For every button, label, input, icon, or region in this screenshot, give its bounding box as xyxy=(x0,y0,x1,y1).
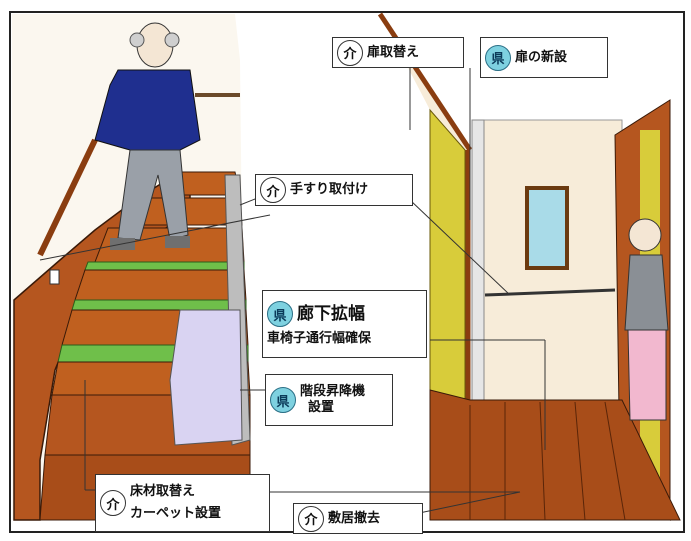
stair-carpet xyxy=(71,299,247,311)
callout-floor-line1: 床材取替え xyxy=(130,484,196,499)
wood-floor xyxy=(429,389,681,521)
floor-boards xyxy=(469,401,626,521)
ken-badge: 県 xyxy=(270,387,296,413)
kai-badge: 介 xyxy=(100,490,126,516)
callout-stairlift: 県 階段昇降機 設置 xyxy=(265,374,393,426)
corridor-scene xyxy=(377,12,681,522)
stair-step xyxy=(74,269,247,301)
staircase-scene xyxy=(12,14,251,521)
kai-badge: 介 xyxy=(260,177,286,203)
callout-handrail-text: 手すり取付け xyxy=(290,182,369,197)
kai-badge: 介 xyxy=(337,39,363,66)
stair-carpet xyxy=(84,261,245,271)
leader-lines xyxy=(39,68,546,518)
ken-badge: 県 xyxy=(267,301,293,327)
kai-badge: 介 xyxy=(298,505,324,532)
stairlift-seat xyxy=(169,309,243,446)
wall-outlet xyxy=(49,269,60,285)
window xyxy=(525,186,569,270)
elderly-man xyxy=(94,22,201,250)
callout-door-replace: 介 扉取替え xyxy=(332,37,464,68)
new-sliding-door xyxy=(471,119,485,421)
callout-floor-line2: カーペット設置 xyxy=(130,506,222,521)
callout-threshold: 介 敷居撤去 xyxy=(293,503,423,534)
callout-handrail: 介 手すり取付け xyxy=(255,174,413,206)
callout-corridor-title: 廊下拡幅 xyxy=(297,304,365,324)
door-frame xyxy=(377,12,473,152)
callout-door-new: 県 扉の新設 xyxy=(480,37,608,78)
callout-door-new-text: 扉の新設 xyxy=(515,49,568,65)
callout-corridor-sub: 車椅子通行幅確保 xyxy=(267,331,372,346)
stair-handrail xyxy=(37,138,98,257)
callout-threshold-text: 敷居撤去 xyxy=(328,510,381,526)
elderly-woman xyxy=(624,218,669,421)
callout-stairlift-line2: 設置 xyxy=(308,400,335,415)
callout-corridor: 県 廊下拡幅 車椅子通行幅確保 xyxy=(262,290,427,358)
corridor-handrail xyxy=(484,288,616,297)
callout-floor: 介 床材取替え カーペット設置 xyxy=(95,474,270,532)
callout-door-replace-text: 扉取替え xyxy=(367,44,420,60)
callout-stairlift-line1: 階段昇降機 xyxy=(300,384,366,399)
ken-badge: 県 xyxy=(485,44,511,71)
